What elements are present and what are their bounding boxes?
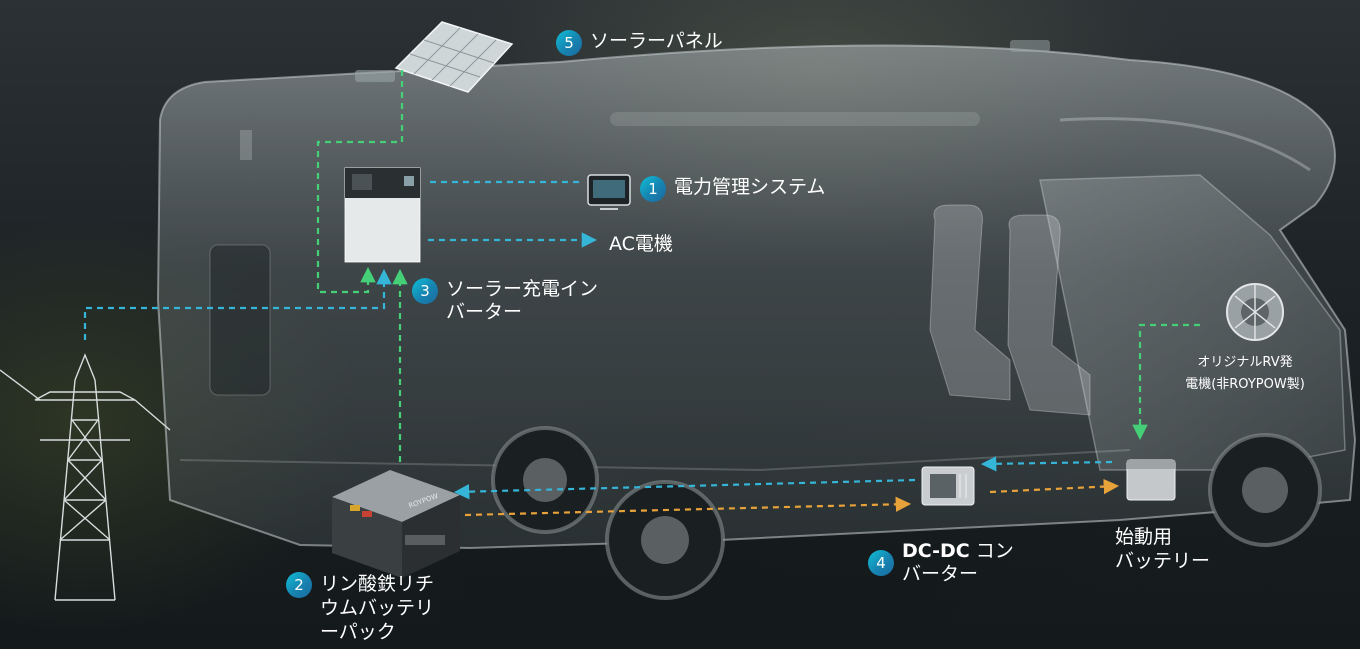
power-management-text: 電力管理システム [674,176,826,198]
lifepo4-line1: リン酸鉄リチ [320,573,435,595]
solar-panel-graphic [394,21,514,93]
inverter-graphic [344,167,421,263]
label-starter-battery: 始動用 バッテリー [1115,525,1210,573]
label-solar-inverter: 3 ソーラー充電イン バーター [412,278,598,324]
power-tower-graphic [0,353,171,601]
roof-vent [1010,40,1050,52]
badge-5: 5 [556,30,582,56]
label-power-management: 1 電力管理システム [640,176,825,202]
label-dc-dc: 4 DC-DC コン バーター [868,540,1014,586]
solar-inverter-line2: バーター [446,301,523,323]
badge-4: 4 [868,550,894,576]
badge-2: 2 [286,572,312,598]
label-alternator: オリジナルRV発 電機(非ROYPOW製) [1170,352,1320,396]
grid-flow-line [83,268,392,340]
dc-dc-line2: バーター [902,563,979,585]
dc-dc-line1-rest: コン [969,540,1014,562]
roof-vent [355,70,395,82]
badge-3: 3 [412,278,438,304]
cab-seats [929,204,1091,416]
label-lifepo4: 2 リン酸鉄リチ ウムバッテリ ーパック [286,572,434,644]
rv-body [156,44,1357,550]
lifepo4-line3: ーパック [320,621,396,643]
dcdc-converter-graphic [921,466,975,506]
alternator-line2: 電機(非ROYPOW製) [1185,377,1305,392]
label-ac-appliance: AC電機 [609,233,673,255]
flow-lines [83,70,1200,517]
lifepo4-battery-graphic [332,470,460,578]
battery-dcdc-orange-line [464,496,912,517]
label-solar-panel: 5 ソーラーパネル [556,30,723,56]
lifepo4-line2: ウムバッテリ [320,597,435,619]
display-graphic [587,174,631,210]
starter-battery-line2: バッテリー [1115,550,1211,572]
starter-battery-line1: 始動用 [1115,526,1173,548]
solar-flow-line [316,70,404,294]
dc-dc-bold: DC-DC [902,540,970,562]
solar-panel-text: ソーラーパネル [590,30,723,52]
badge-1: 1 [640,176,666,202]
alternator-line1: オリジナルRV発 [1197,355,1293,370]
alternator-graphic [1226,283,1284,341]
alternator-flow-line [1132,323,1200,441]
wheels [491,426,1322,600]
solar-inverter-line1: ソーラー充電イン [446,278,599,300]
starter-battery-graphic [1126,459,1176,501]
